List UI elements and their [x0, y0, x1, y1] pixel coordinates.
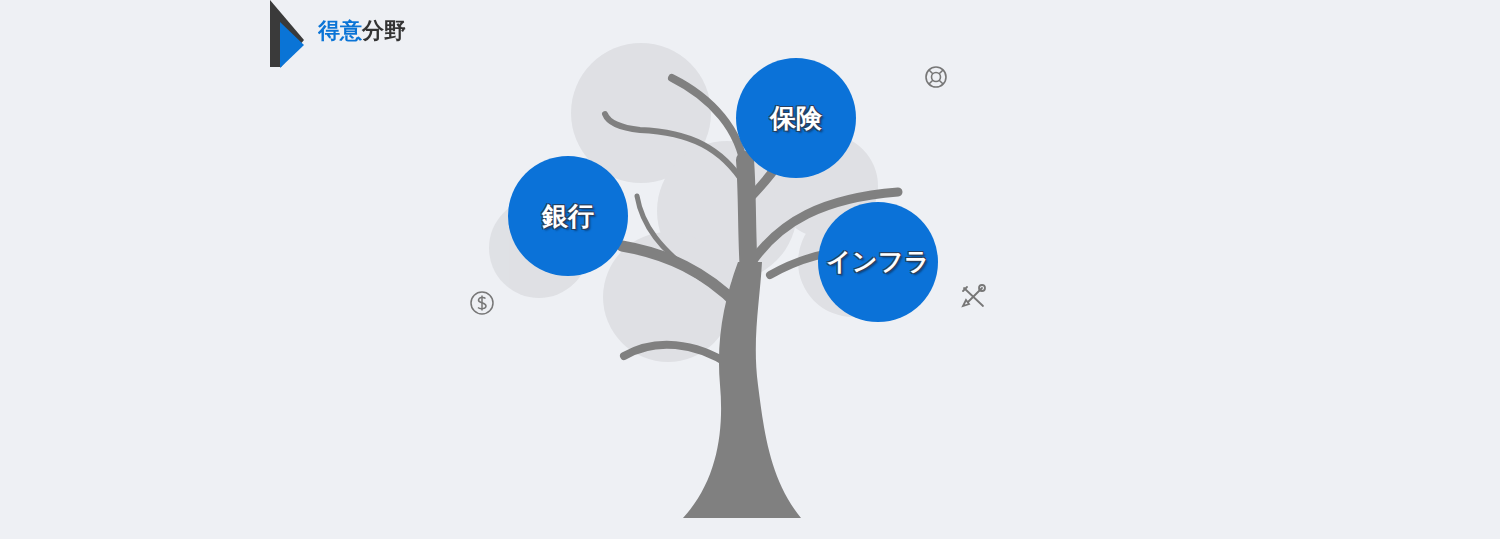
tree-trunk	[683, 262, 801, 518]
circle-fill	[818, 202, 938, 322]
coin-icon	[471, 292, 493, 314]
tools-icon	[963, 285, 985, 306]
category-label: インフラ	[826, 248, 930, 275]
header-mark-accent	[280, 22, 304, 68]
category-label: 保険	[770, 104, 822, 133]
circle-fill	[508, 156, 628, 276]
category-circle: インフラ	[818, 202, 938, 322]
category-circle: 保険	[736, 58, 856, 178]
foliage-circles	[489, 43, 908, 362]
category-label: 銀行	[542, 202, 594, 231]
header-mark	[270, 0, 304, 67]
category-circle: 銀行	[508, 156, 628, 276]
circle-fill	[736, 58, 856, 178]
lifebuoy-icon	[926, 67, 946, 87]
page-title: 得意分野	[318, 18, 406, 44]
